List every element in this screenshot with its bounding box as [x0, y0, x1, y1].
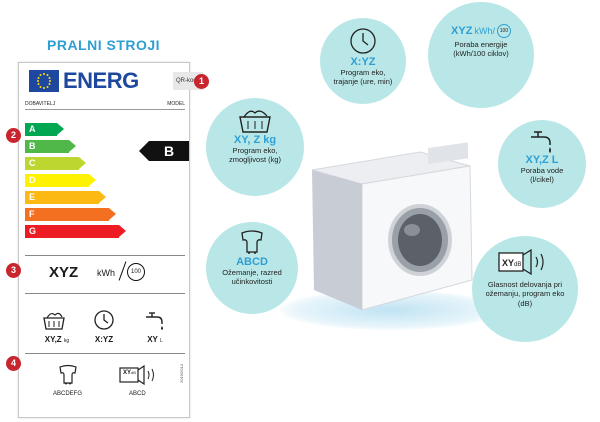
energy-unit: kWh — [97, 268, 115, 278]
noise-bubble-text: Glasnost delovanja pri ožemanju, program… — [485, 280, 565, 308]
marker-1: 1 — [194, 74, 209, 89]
divider — [25, 353, 185, 354]
energy-bubble-text: Poraba energije (kWh/100 ciklov) — [453, 40, 509, 59]
speaker-icon — [119, 365, 154, 385]
water-number: XY — [147, 335, 158, 344]
washing-machine-illustration — [311, 142, 473, 311]
energy-value: XYZ — [49, 264, 79, 281]
water-bubble-value: XY,Z L — [525, 154, 559, 166]
faucet-icon — [531, 131, 551, 153]
noise-bubble-value: XY — [502, 258, 514, 268]
water-bubble-text: Poraba vode (l/cikel) — [520, 166, 564, 185]
basket-icon — [239, 110, 271, 133]
model-label: MODEL — [167, 101, 185, 107]
water-value: XY L — [137, 335, 173, 344]
bubble-water: XY,Z L Poraba vode (l/cikel) — [498, 120, 586, 208]
program-time-value: X:YZ — [350, 56, 376, 68]
bubble-spin: ABCD Ožemanje, razred učinkovitosti — [206, 222, 298, 314]
energy-bubble-value: XYZ — [451, 25, 473, 37]
weight-value: XY,Z kg — [37, 335, 77, 344]
basket-icon — [43, 312, 65, 330]
speaker-icon: XY dB — [498, 248, 544, 276]
duration-value: X:YZ — [94, 335, 114, 344]
class-a-bar: A — [25, 123, 64, 136]
spin-scale: ABCDEFG — [53, 391, 83, 397]
capacity-value: XY, Z kg — [233, 134, 277, 146]
class-c-bar: C — [25, 157, 86, 170]
cycles-circle-icon: 100 — [127, 263, 145, 281]
capacity-text: Program eko, zmogljivost (kg) — [228, 146, 282, 165]
divider — [25, 255, 185, 256]
bubble-energy: XYZ kWh/ 100 Poraba energije (kWh/100 ci… — [428, 2, 534, 108]
spin-value: ABCD — [236, 256, 268, 268]
class-b-bar: B — [25, 140, 76, 153]
water-unit: L — [159, 338, 163, 344]
noise-unit: dB — [131, 370, 136, 375]
class-f-bar: F — [25, 208, 116, 221]
noise-number: XY — [123, 370, 132, 376]
slash-divider — [118, 261, 127, 281]
page-title: PRALNI STROJI — [47, 37, 161, 53]
shirt-icon — [241, 230, 263, 254]
clock-icon — [94, 310, 114, 330]
noise-bubble-unit: dB — [514, 262, 521, 268]
class-e-bar: E — [25, 191, 106, 204]
cycles-circle-icon: 100 — [496, 24, 511, 38]
energy-bubble-unit: kWh/ — [474, 26, 495, 36]
weight-number: XY,Z — [44, 335, 62, 344]
marker-4: 4 — [6, 356, 21, 371]
supplier-row: DOBAVITELJ MODEL — [25, 101, 185, 110]
marker-3: 3 — [6, 263, 21, 278]
energy-brand-text: ENERG — [63, 68, 139, 93]
spin-text: Ožemanje, razred učinkovitosti — [222, 268, 282, 287]
label-header: ENERG QR-koda — [29, 68, 203, 93]
marker-2: 2 — [6, 128, 21, 143]
noise-label: XYdB — [123, 370, 136, 376]
eu-flag-icon — [29, 70, 59, 92]
bubble-capacity: XY, Z kg Program eko, zmogljivost (kg) — [206, 98, 304, 196]
class-d-bar: D — [25, 174, 96, 187]
bubble-program-time: X:YZ Program eko, trajanje (ure, min) — [320, 18, 406, 104]
energy-label: ENERG QR-koda DOBAVITELJ MODEL A B C D E… — [18, 62, 203, 418]
faucet-icon — [146, 312, 163, 330]
program-time-text: Program eko, trajanje (ure, min) — [333, 68, 393, 87]
class-g-bar: G — [25, 225, 126, 238]
divider — [25, 293, 185, 294]
noise-scale: ABCD — [129, 391, 146, 397]
weight-unit: kg — [63, 338, 70, 344]
supplier-label: DOBAVITELJ — [25, 101, 56, 107]
shirt-icon — [59, 364, 77, 385]
regulation-code: 2019/2014 — [179, 364, 184, 383]
bubble-noise: XY dB Glasnost delovanja pri ožemanju, p… — [472, 236, 578, 342]
current-class-arrow: B — [139, 141, 189, 161]
clock-icon — [350, 28, 376, 54]
